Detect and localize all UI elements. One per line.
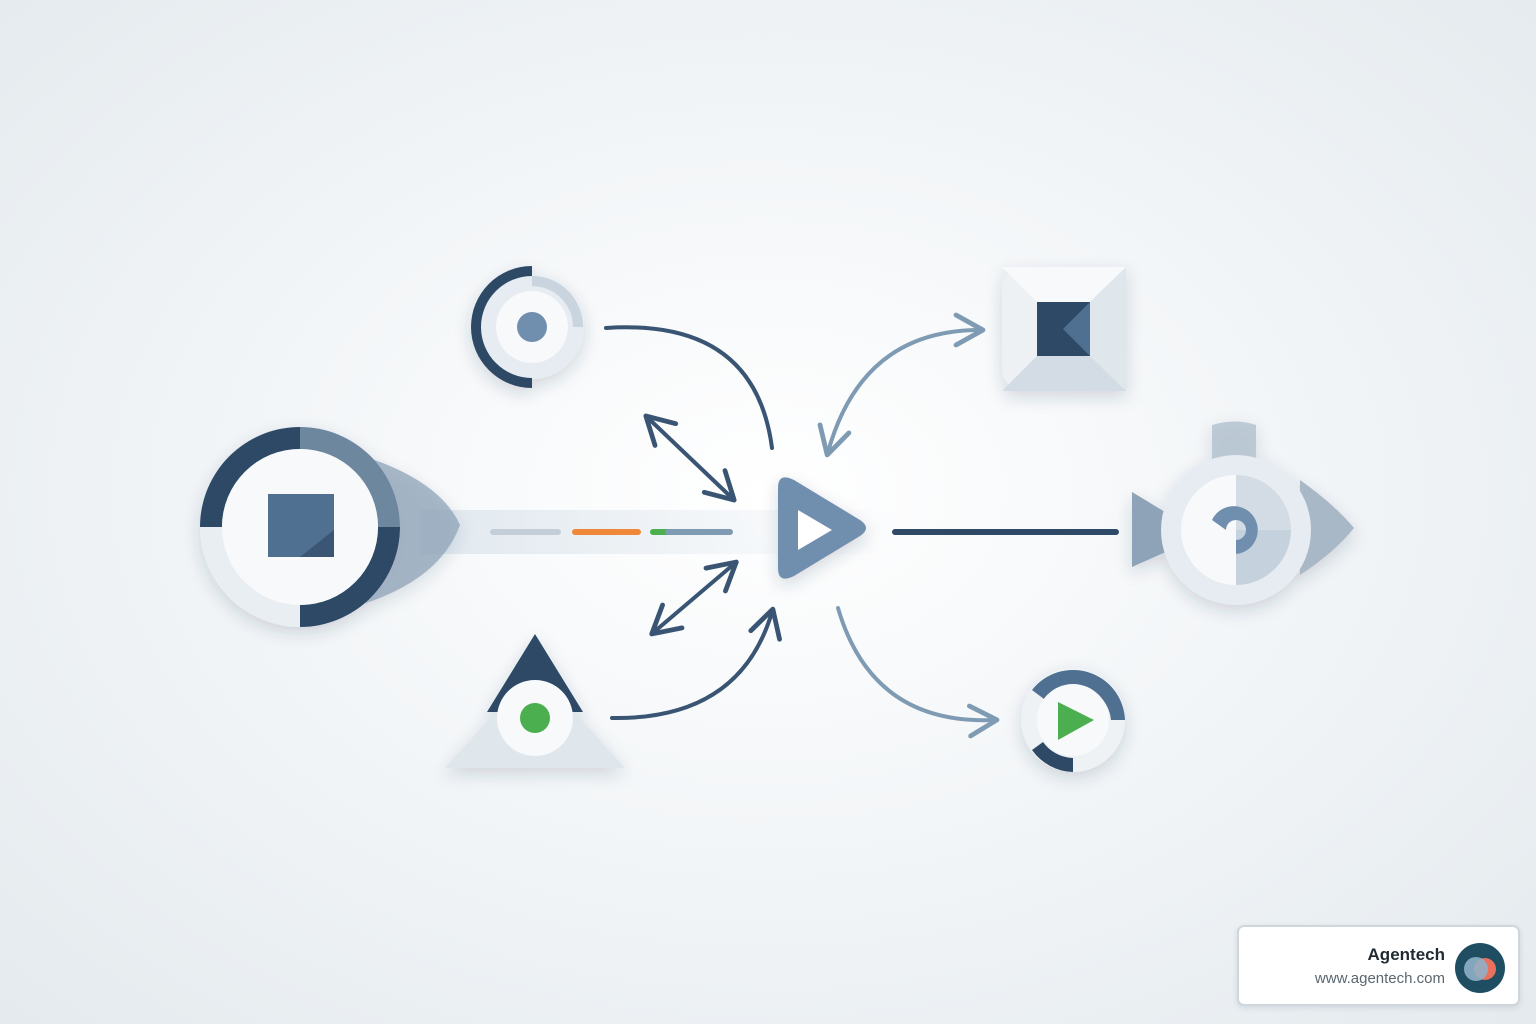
arrow-hub-square — [817, 312, 986, 458]
arrow-target-to-hub — [604, 325, 774, 450]
stop-node-icon[interactable] — [200, 427, 460, 627]
warning-triangle-node-icon[interactable] — [445, 634, 625, 768]
double-arrow-upper — [643, 413, 737, 503]
arrow-triangle-to-hub — [610, 606, 782, 721]
arrow-hub-to-play-node — [836, 606, 1000, 739]
loop-node-icon[interactable] — [1132, 421, 1354, 606]
double-arrow-lower — [649, 559, 739, 637]
target-node-icon[interactable] — [471, 266, 584, 388]
brand-name: Agentech — [1367, 945, 1445, 964]
play-hub-icon[interactable] — [778, 477, 866, 579]
brand-url[interactable]: www.agentech.com — [1314, 970, 1445, 987]
play-node-icon[interactable] — [1021, 668, 1125, 772]
brand-logo-icon — [1455, 943, 1505, 993]
square-node-icon[interactable] — [1002, 267, 1126, 391]
brand-badge[interactable]: Agentech www.agentech.com — [1237, 925, 1520, 1006]
